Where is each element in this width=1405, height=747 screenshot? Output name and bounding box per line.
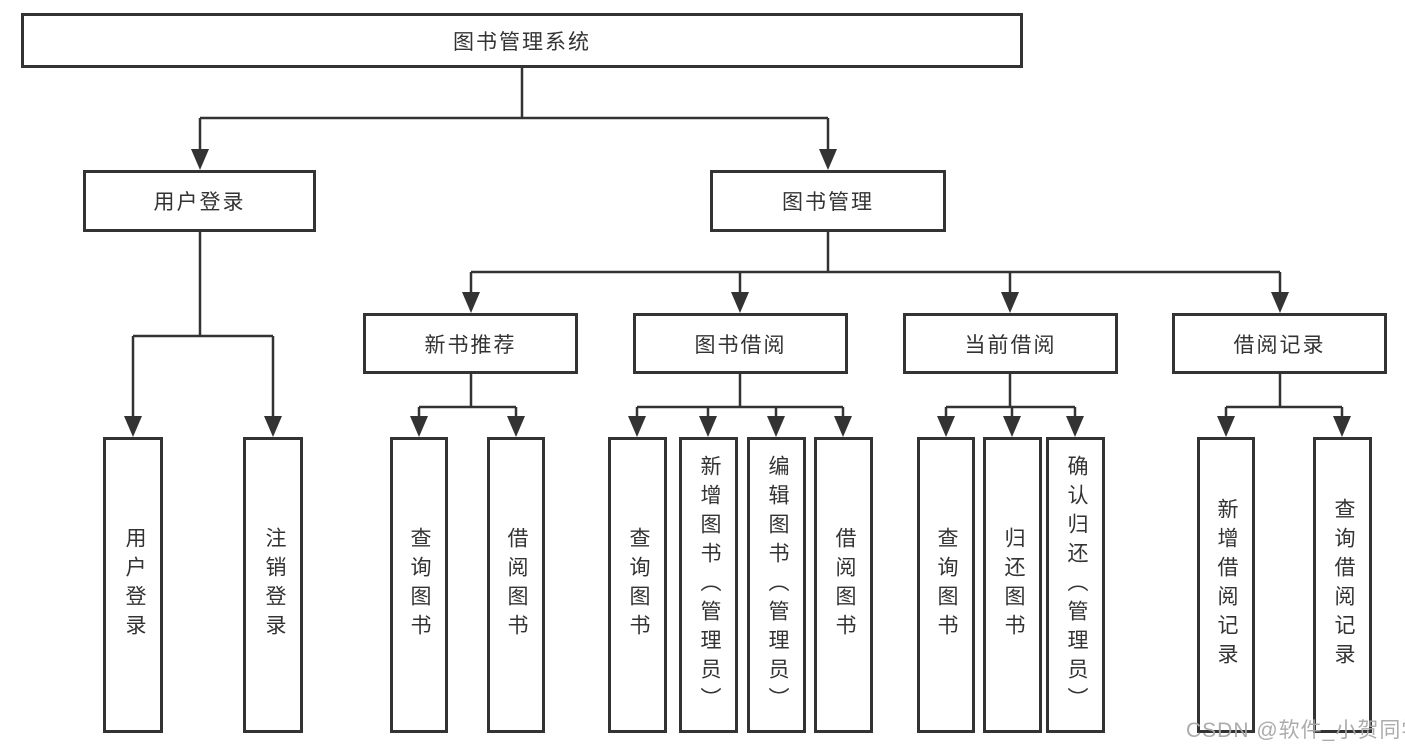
- arrow-icon: [191, 149, 209, 170]
- arrow-icon: [628, 416, 646, 437]
- node-leaf-query-borrow-record: 查询借阅记录: [1313, 437, 1372, 733]
- arrow-icon: [264, 416, 282, 437]
- node-borrowing-records: 借阅记录: [1172, 313, 1387, 374]
- arrow-icon: [699, 416, 717, 437]
- arrow-icon: [410, 416, 428, 437]
- node-current-borrowing: 当前借阅: [903, 313, 1118, 374]
- node-book-borrowing-label: 图书借阅: [694, 333, 787, 357]
- node-root-label: 图书管理系统: [453, 30, 591, 54]
- arrow-icon: [731, 292, 749, 313]
- node-user-login: 用户登录: [83, 170, 316, 232]
- node-leaf-add-borrow-record: 新增借阅记录: [1197, 437, 1255, 733]
- arrow-icon: [937, 416, 955, 437]
- arrowheads: [124, 149, 1351, 437]
- node-leaf-edit-books-admin: 编辑图书（管理员）: [747, 437, 806, 733]
- arrow-icon: [1066, 416, 1084, 437]
- arrow-icon: [507, 416, 525, 437]
- arrow-icon: [1001, 292, 1019, 313]
- arrow-icon: [819, 149, 837, 170]
- node-leaf-borrow-books: 借阅图书: [814, 437, 873, 733]
- arrow-icon: [1333, 416, 1351, 437]
- node-book-borrowing: 图书借阅: [633, 313, 848, 374]
- node-user-login-label: 用户登录: [153, 191, 246, 214]
- node-root: 图书管理系统: [21, 13, 1023, 68]
- arrow-icon: [1271, 292, 1289, 313]
- node-leaf-confirm-return-admin: 确认归还（管理员）: [1046, 437, 1105, 733]
- watermark: CSDN @软件_小贺同学: [1186, 719, 1405, 742]
- arrow-icon: [462, 292, 480, 313]
- node-book-management-label: 图书管理: [782, 191, 874, 214]
- arrow-icon: [1003, 416, 1021, 437]
- connector-paths: [131, 68, 1344, 420]
- node-current-borrowing-label: 当前借阅: [964, 333, 1057, 357]
- node-leaf-query-books-current: 查询图书: [917, 437, 975, 733]
- node-new-book-recommend-label: 新书推荐: [424, 333, 517, 357]
- node-leaf-query-books-recommend: 查询图书: [390, 437, 448, 733]
- arrow-icon: [767, 416, 785, 437]
- arrow-icon: [124, 416, 142, 437]
- node-leaf-return-books: 归还图书: [983, 437, 1042, 733]
- arrow-icon: [834, 416, 852, 437]
- arrow-icon: [1217, 416, 1235, 437]
- node-leaf-user-login: 用户登录: [103, 437, 163, 733]
- node-borrowing-records-label: 借阅记录: [1233, 333, 1326, 357]
- node-book-management: 图书管理: [710, 170, 946, 232]
- node-new-book-recommend: 新书推荐: [363, 313, 578, 374]
- node-leaf-query-books-borrow: 查询图书: [608, 437, 667, 733]
- node-leaf-borrow-books-recommend: 借阅图书: [487, 437, 545, 733]
- node-leaf-logout: 注销登录: [243, 437, 303, 733]
- node-leaf-add-books-admin: 新增图书（管理员）: [679, 437, 738, 733]
